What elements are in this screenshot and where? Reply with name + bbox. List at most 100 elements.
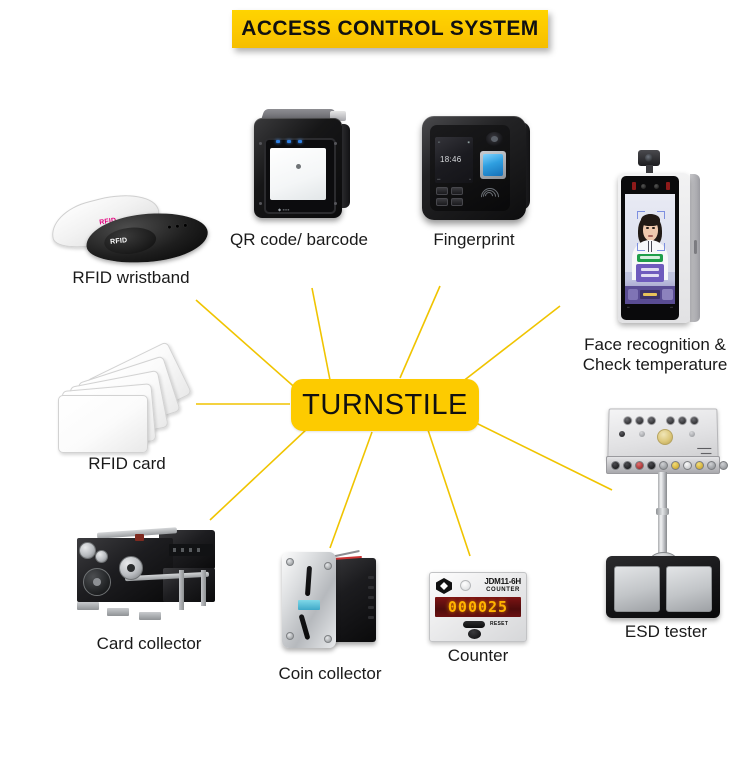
node-label-esd-tester: ESD tester	[624, 622, 708, 641]
top-camera-module	[638, 150, 660, 166]
counter-display-value: 000025	[447, 598, 509, 616]
counter-reset-bar[interactable]	[463, 621, 485, 628]
node-qr-barcode: ◆ ▪▪▪▪ QR code/ barcode	[214, 108, 384, 250]
node-face-recognition: ▪▪▪▪▪▪ Face recognition & Check temperat…	[560, 150, 750, 375]
rfid-card-item	[58, 395, 148, 453]
face-detect-bracket	[657, 243, 665, 251]
esd-tester-icon: ▬▬▬▬▬▬▬	[592, 404, 740, 622]
screen-info-panel	[636, 264, 664, 282]
node-label-qr-barcode: QR code/ barcode	[230, 230, 368, 249]
esd-base-plate	[606, 556, 720, 618]
fingerprint-keypad	[436, 187, 463, 206]
collector-red-part	[135, 534, 144, 541]
collector-gear	[79, 542, 96, 559]
collector-main-gear	[119, 556, 143, 580]
scanner-side-panel	[342, 124, 350, 208]
scanner-screw	[259, 142, 262, 145]
ray-to-fingerprint	[399, 285, 441, 379]
page-title: ACCESS CONTROL SYSTEM	[241, 17, 539, 40]
screen-footer: ▪▪▪▪▪▪	[625, 304, 675, 312]
face-detect-bracket	[637, 243, 645, 251]
scanner-screw	[259, 202, 262, 205]
node-card-collector: Card collector	[56, 512, 242, 654]
collector-connector	[169, 544, 213, 556]
page-title-banner: ACCESS CONTROL SYSTEM	[232, 10, 548, 48]
screen-status-banner	[637, 254, 663, 262]
esd-panel-text: ▬▬▬▬▬▬▬	[697, 446, 712, 455]
counter-model-label: JDM11-6H	[484, 577, 521, 586]
ray-to-counter	[427, 429, 471, 557]
card-stack-icon	[52, 341, 202, 454]
node-coin-collector: Coin collector	[240, 546, 420, 684]
face-detect-bracket	[637, 211, 645, 219]
collector-post	[179, 570, 184, 610]
rfid-wave-icon	[477, 184, 503, 210]
scanner-body: ◆ ▪▪▪▪	[254, 118, 342, 218]
counter-indicator-lamp	[460, 580, 471, 591]
screen-bottom-bar	[625, 286, 675, 304]
counter-brand-logo	[436, 578, 452, 594]
node-label-rfid-card: RFID card	[88, 454, 166, 473]
terminal-body: ▪▪▪▪▪▪	[618, 173, 690, 323]
camera-neck	[646, 165, 653, 174]
face-terminal-icon: ▪▪▪▪▪▪	[596, 150, 714, 335]
node-label-fingerprint: Fingerprint	[433, 230, 515, 249]
wristband-icon: RFID RFID	[46, 185, 216, 269]
scanner-screw	[334, 202, 337, 205]
node-label-face-recognition: Face recognition & Check temperature	[582, 335, 728, 375]
counter-type-label: COUNTER	[486, 587, 520, 593]
node-fingerprint: ▪▪ ◉ 18:46 ▪▪▪▪ ▪▪ Fingerprint	[404, 108, 544, 250]
node-label-counter: Counter	[447, 646, 509, 665]
screen-status-right: ◉	[467, 140, 470, 144]
faceplate-screw	[324, 562, 332, 570]
card-collector-icon	[65, 512, 233, 634]
counter-body: JDM11-6H COUNTER 000025 RESET	[429, 572, 527, 642]
scanner-brand-logo: ◆ ▪▪▪▪	[278, 207, 290, 212]
esd-indicator	[638, 431, 646, 437]
esd-led-cluster-left	[623, 416, 657, 426]
card-collector-assembly	[73, 522, 219, 620]
coin-slot[interactable]	[304, 565, 313, 597]
faceplate-screw	[286, 558, 294, 566]
wristband-holes	[167, 223, 188, 229]
esd-footplate-left	[614, 566, 660, 612]
collector-post	[201, 570, 206, 606]
screen-status-left: ▪▪	[438, 140, 441, 144]
scanner-scan-window	[270, 148, 326, 200]
scanner-led-row	[276, 140, 302, 143]
node-esd-tester: ▬▬▬▬▬▬▬ ESD tester	[586, 404, 746, 642]
faceplate-screw	[286, 632, 294, 640]
scanner-usb-port	[330, 111, 346, 121]
node-counter: JDM11-6H COUNTER 000025 RESET Counter	[418, 568, 538, 666]
esd-connector-strip	[606, 456, 728, 474]
collector-mount-foot	[77, 602, 99, 610]
center-hub-turnstile: TURNSTILE	[291, 379, 479, 431]
qr-scanner-icon: ◆ ▪▪▪▪	[246, 108, 352, 230]
terminal-side-edge	[690, 174, 700, 322]
collector-roller	[83, 568, 111, 596]
esd-indicator	[688, 431, 696, 437]
fingerprint-body: ▪▪ ◉ 18:46 ▪▪▪▪ ▪▪	[422, 116, 526, 220]
counter-reset-button[interactable]	[468, 629, 481, 639]
ray-to-coin	[329, 431, 373, 549]
node-label-coin-collector: Coin collector	[278, 664, 382, 683]
coin-return-path	[298, 613, 311, 641]
collector-mount-foot	[139, 612, 161, 620]
screen-footer-right: ▪▪	[469, 178, 471, 181]
coin-acceptor-icon	[270, 546, 390, 664]
fingerprint-sensor-pad	[480, 151, 506, 179]
esd-pole-joint	[656, 508, 669, 515]
esd-pole	[658, 472, 667, 558]
counter-icon: JDM11-6H COUNTER 000025 RESET	[423, 568, 533, 646]
coin-acceptor-faceplate	[282, 552, 336, 648]
node-rfid-card: RFID card	[42, 341, 212, 474]
collector-mount-foot	[107, 608, 129, 616]
camera-icon	[486, 132, 503, 146]
esd-brand-seal	[656, 429, 674, 445]
hub-label: TURNSTILE	[302, 388, 468, 421]
scanner-screw	[334, 142, 337, 145]
node-label-card-collector: Card collector	[96, 634, 202, 653]
terminal-screen: ▪▪▪▪▪▪	[625, 194, 675, 312]
counter-display: 000025	[435, 597, 521, 617]
collector-gear	[95, 550, 108, 563]
